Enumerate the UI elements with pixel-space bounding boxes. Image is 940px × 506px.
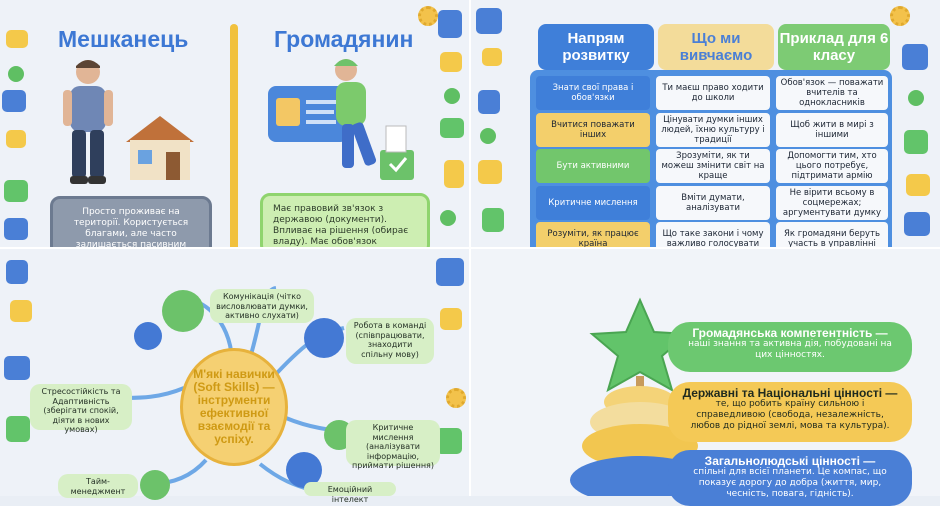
table-cell: Цінувати думки інших людей, їхню культур… (656, 112, 770, 147)
table-cell: Ти маєш право ходити до школи (656, 76, 770, 110)
tree-decor (444, 88, 460, 104)
skill-time-management: Тайм-менеджмент (58, 474, 138, 498)
table-cell: Не вірити всьому в соцмережах; аргументу… (776, 185, 888, 220)
block-decor (440, 52, 462, 72)
value-band-state: Державні та Національні цінності — те, щ… (668, 382, 912, 442)
block-decor (4, 356, 30, 380)
citizen-description-card: Має правовий зв'язок з державою (докумен… (260, 193, 430, 248)
block-decor (482, 48, 502, 66)
table-header-what-we-study: Що ми вивчаємо (658, 24, 774, 70)
tree-decor (8, 66, 24, 82)
block-decor (4, 218, 28, 240)
block-decor (6, 260, 28, 284)
tree-decor (480, 128, 496, 144)
civic-text: наші знання та активна дія, побудовані н… (688, 339, 892, 360)
slide-resident-vs-citizen: Мешканець Громадянин Просто проживає на … (0, 0, 470, 248)
citizen-title: Громадянин (274, 26, 414, 52)
table-cell: Вміти думати, аналізувати (656, 185, 770, 220)
state-text: те, що робить країну сильною і справедли… (690, 399, 890, 431)
table-header-direction: Напрям розвитку (538, 24, 654, 70)
block-decor (906, 174, 930, 196)
resident-illustration (63, 60, 194, 184)
block-decor (6, 30, 28, 48)
block-decor (444, 160, 464, 188)
citizen-illustration (268, 59, 414, 180)
block-decor (436, 428, 462, 454)
table-cell: Обов'язок — поважати вчителів та однокла… (776, 76, 888, 110)
block-decor (902, 44, 928, 70)
block-decor (10, 300, 32, 322)
block-decor (4, 180, 28, 202)
human-title: Загальнолюдські цінності — (704, 454, 876, 468)
table-cell: Вчитися поважати інших (536, 112, 650, 147)
block-decor (904, 212, 930, 236)
block-decor (2, 90, 26, 112)
table-cell: Критичне мислення (536, 185, 650, 220)
table-cell: Знати свої права і обов'язки (536, 76, 650, 110)
block-decor (436, 258, 464, 286)
soft-skills-center: М'які навички (Soft Skills) — інструмент… (180, 348, 288, 466)
block-decor (6, 130, 26, 148)
skill-critical-thinking: Критичне мислення (аналізувати інформаці… (346, 420, 440, 470)
divider (230, 24, 238, 248)
value-band-human: Загальнолюдські цінності — спільні для в… (668, 450, 912, 506)
block-decor (476, 8, 502, 34)
skill-emotional-intelligence: Емоційний інтелект (304, 482, 396, 504)
tree-decor (440, 210, 456, 226)
block-decor (478, 160, 502, 184)
skill-teamwork: Робота в команді (співпрацювати, знаходи… (346, 318, 434, 364)
table-cell: Допомогти тим, хто цього потребує, підтр… (776, 149, 888, 183)
mindmap-node (140, 470, 170, 500)
gear-decor (418, 6, 438, 26)
block-decor (478, 90, 500, 114)
table-cell: Щоб жити в мирі з іншими (776, 112, 888, 147)
civic-title: Громадянська компетентність — (692, 326, 888, 340)
quadrant-divider-horizontal (0, 247, 940, 249)
block-decor (6, 416, 30, 442)
resident-description-card: Просто проживає на території. Користуєть… (50, 196, 212, 248)
value-band-civic: Громадянська компетентність — наші знанн… (668, 322, 912, 372)
table-cell: Зрозуміти, як ти можеш змінити світ на к… (656, 149, 770, 183)
skill-communication: Комунікація (чітко висловлювати думки, а… (210, 289, 314, 323)
table-cell: Бути активними (536, 149, 650, 183)
resident-title: Мешканець (58, 26, 189, 52)
block-decor (440, 118, 464, 138)
block-decor (440, 308, 462, 330)
state-title: Державні та Національні цінності — (682, 386, 898, 400)
block-decor (904, 130, 928, 154)
block-decor (482, 208, 504, 232)
table-header-example: Приклад для 6 класу (778, 24, 890, 70)
mindmap-node (304, 318, 344, 358)
block-decor (438, 10, 462, 38)
mindmap-node (134, 322, 162, 350)
mindmap-node (162, 290, 204, 332)
tree-decor (908, 90, 924, 106)
gear-decor (890, 6, 910, 26)
skill-stress-resistance: Стресостійкість та Адаптивність (зберіга… (30, 384, 132, 434)
gear-decor (446, 388, 466, 408)
human-text: спільні для всієї планети. Це компас, що… (693, 467, 887, 499)
